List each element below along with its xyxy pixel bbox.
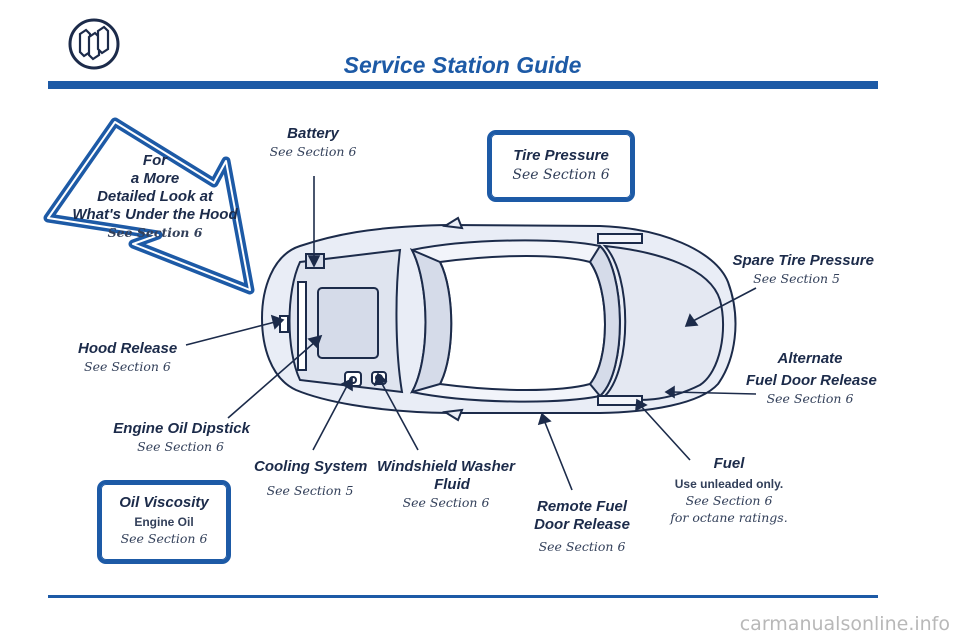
page-title: Service Station Guide — [343, 52, 582, 78]
battery-ref: See Section 6 — [269, 144, 357, 159]
hood-callout-ref: See Section 6 — [107, 225, 203, 240]
alt-fuel-door-line2: Fuel Door Release — [746, 372, 877, 389]
header-rule — [48, 81, 878, 89]
watermark: carmanualsonline.info — [739, 613, 950, 635]
fuel-ref-octane: for octane ratings. — [670, 510, 788, 525]
hood-callout-line1: For — [142, 152, 168, 169]
remote-fuel-door-line2: Door Release — [534, 516, 630, 533]
alt-fuel-door-ref: See Section 6 — [766, 391, 854, 406]
cooling-system-callout: Cooling System See Section 5 — [254, 458, 368, 499]
cooling-system-label: Cooling System — [254, 458, 368, 475]
hood-release-label: Hood Release — [78, 340, 178, 357]
battery-callout: Battery See Section 6 — [258, 125, 368, 160]
washer-fluid-line2: Fluid — [434, 476, 470, 493]
remote-fuel-door-ref: See Section 6 — [538, 539, 626, 554]
hood-release-callout: Hood Release See Section 6 — [78, 340, 188, 375]
tire-pressure-ref: See Section 6 — [512, 167, 610, 183]
alt-fuel-door-line1: Alternate — [777, 350, 843, 367]
leader-lines — [185, 176, 757, 491]
hood-callout-arrow — [43, 117, 255, 295]
spare-tire-label: Spare Tire Pressure — [732, 252, 874, 269]
spare-tire-callout: Spare Tire Pressure See Section 5 — [680, 252, 874, 287]
hood-callout-line4: What's Under the Hood — [72, 206, 238, 223]
oil-dipstick-ref: See Section 6 — [137, 439, 224, 454]
oil-dipstick-callout: Engine Oil Dipstick See Section 6 — [100, 420, 250, 455]
hood-callout-line3: Detailed Look at — [97, 188, 213, 205]
remote-fuel-door-callout: Remote Fuel Door Release See Section 6 — [526, 498, 638, 555]
oil-dipstick-label: Engine Oil Dipstick — [113, 420, 250, 437]
spare-tire-ref: See Section 5 — [753, 271, 840, 286]
fuel-ref: See Section 6 — [685, 493, 773, 508]
fuel-callout: Fuel Use unleaded only. See Section 6 fo… — [660, 455, 798, 526]
tire-pressure-box: Tire Pressure See Section 6 — [487, 130, 635, 202]
oil-viscosity-label: Oil Viscosity — [119, 494, 209, 511]
oil-viscosity-ref: See Section 6 — [120, 531, 208, 546]
washer-fluid-ref: See Section 6 — [402, 495, 490, 510]
hood-callout-line2: a More — [130, 170, 180, 187]
oil-viscosity-box: Oil Viscosity Engine Oil See Section 6 — [97, 480, 231, 564]
hood-callout-text: For a More Detailed Look at What's Under… — [60, 152, 250, 241]
car-top-view — [260, 216, 737, 422]
alt-fuel-door-callout: Alternate Fuel Door Release See Section … — [746, 350, 877, 407]
footer-rule — [48, 595, 878, 598]
fuel-label: Fuel — [713, 455, 745, 472]
tire-pressure-label: Tire Pressure — [513, 147, 609, 164]
washer-fluid-callout: Windshield Washer Fluid See Section 6 — [376, 458, 516, 511]
remote-fuel-door-line1: Remote Fuel — [536, 498, 627, 515]
fuel-note: Use unleaded only. — [674, 477, 784, 491]
cooling-system-ref: See Section 5 — [266, 483, 354, 498]
washer-fluid-line1: Windshield Washer — [377, 458, 515, 475]
brand-logo — [68, 18, 120, 70]
hood-release-ref: See Section 6 — [84, 359, 171, 374]
oil-viscosity-note: Engine Oil — [134, 515, 194, 529]
battery-label: Battery — [287, 125, 339, 142]
